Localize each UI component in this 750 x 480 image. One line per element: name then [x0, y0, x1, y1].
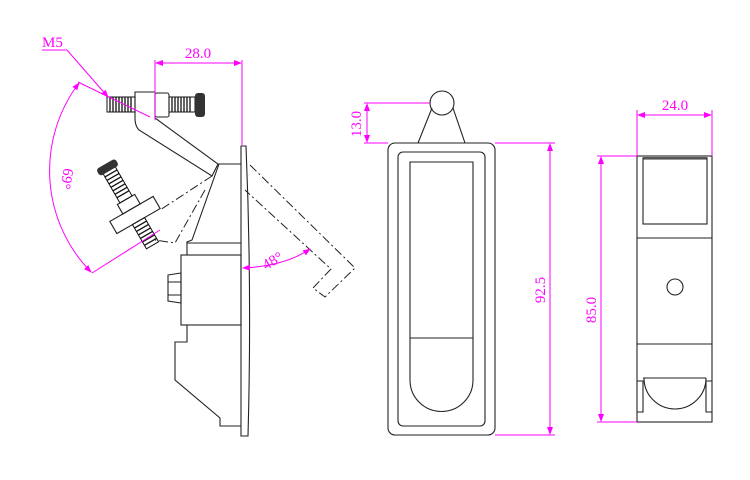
side-view: M5 28.0 69° 48° — [42, 35, 356, 437]
end-window — [642, 157, 708, 225]
bolt-upper — [106, 92, 205, 118]
front-height-label: 92.5 — [533, 277, 549, 303]
end-width-extension-lines — [636, 110, 713, 156]
latch-arm — [134, 91, 219, 177]
mounting-plate — [240, 145, 251, 437]
knob-height-label: 13.0 — [349, 111, 365, 137]
mount-hole — [666, 278, 684, 296]
front-bezel — [397, 151, 486, 427]
end-body — [636, 155, 713, 423]
end-height-extension-lines — [597, 155, 637, 423]
body-upper — [186, 163, 241, 244]
front-view: 13.0 92.5 — [349, 90, 555, 436]
thread-label: M5 — [42, 35, 63, 51]
extension-lines — [154, 60, 243, 145]
end-cup — [637, 377, 712, 413]
thread-leader — [42, 49, 109, 98]
end-height-label: 85.0 — [584, 297, 600, 323]
body-block — [180, 254, 242, 326]
end-view: 24.0 85.0 — [584, 98, 713, 423]
front-body — [387, 142, 496, 436]
swung-arm — [154, 175, 213, 244]
end-dividers — [637, 237, 712, 345]
knob-lug — [417, 107, 466, 144]
knob — [429, 90, 455, 116]
height-extension-lines — [495, 142, 555, 436]
knob-extension-lines — [364, 102, 430, 144]
handle-recess — [409, 161, 474, 413]
end-width-label: 24.0 — [662, 98, 688, 114]
nut-icon — [167, 272, 182, 304]
bolt-swung — [97, 159, 161, 250]
handle-angle-arc — [242, 248, 311, 271]
handle-open-position — [244, 164, 356, 298]
width-dim-label: 28.0 — [185, 46, 211, 62]
swing-angle-label: 69° — [56, 167, 75, 190]
handle-angle-label: 48° — [260, 249, 286, 273]
body-lower — [174, 243, 241, 427]
swing-angle-arc — [49, 82, 92, 273]
